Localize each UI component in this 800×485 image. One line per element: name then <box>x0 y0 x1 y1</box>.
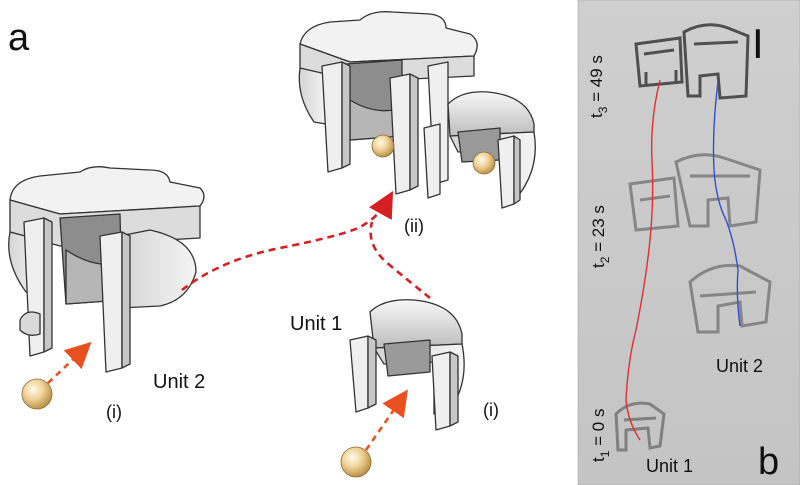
approach-arrow-left <box>47 341 92 384</box>
t3-suffix: = 49 s <box>587 55 606 107</box>
unit2-label-a: Unit 2 <box>153 371 205 393</box>
t2-suffix: = 23 s <box>589 205 608 257</box>
trajectory-unit2 <box>712 81 741 327</box>
photo-units-t2 <box>628 153 762 232</box>
trajectory-unit1 <box>625 79 661 441</box>
time-label-t1: t1 = 0 s <box>589 409 612 462</box>
t1-suffix: = 0 s <box>589 409 608 451</box>
svg-text:t3 = 49 s: t3 = 49 s <box>587 55 610 118</box>
panel-a-letter: a <box>8 17 30 59</box>
svg-text:t2 = 23 s: t2 = 23 s <box>589 205 612 268</box>
bead-left <box>21 378 53 410</box>
panel-b-letter: b <box>758 441 779 483</box>
unit1-part-right <box>349 299 465 431</box>
bead-right <box>340 446 372 478</box>
panel-b-photo <box>577 0 800 485</box>
bead-assembled-1 <box>371 134 395 158</box>
assembled-unit1 <box>423 91 536 209</box>
t1-prefix: t <box>589 457 608 462</box>
time-label-t2: t2 = 23 s <box>589 205 612 268</box>
stage-i-left: (i) <box>106 402 122 422</box>
assembly-path-unit1 <box>369 221 431 300</box>
unit2-part-left <box>8 166 205 373</box>
stage-i-right: (i) <box>483 400 499 420</box>
scale-marker: I <box>752 20 764 67</box>
stage-ii: (ii) <box>404 216 424 236</box>
unit1-label-b: Unit 1 <box>646 456 693 476</box>
time-label-t3: t3 = 49 s <box>587 55 610 118</box>
unit2-label-b: Unit 2 <box>716 356 763 376</box>
photo-unit2-t1 <box>688 263 772 334</box>
photo-units-t3 <box>634 23 750 100</box>
assembly-path-unit2 <box>181 190 394 292</box>
t2-sub: 2 <box>598 256 612 263</box>
svg-text:t1 = 0 s: t1 = 0 s <box>589 409 612 462</box>
t1-sub: 1 <box>598 450 612 457</box>
t2-prefix: t <box>589 263 608 268</box>
unit1-label-a: Unit 1 <box>290 313 342 335</box>
t3-sub: 3 <box>596 106 610 113</box>
t3-prefix: t <box>587 113 606 118</box>
bead-assembled-2 <box>472 151 496 175</box>
